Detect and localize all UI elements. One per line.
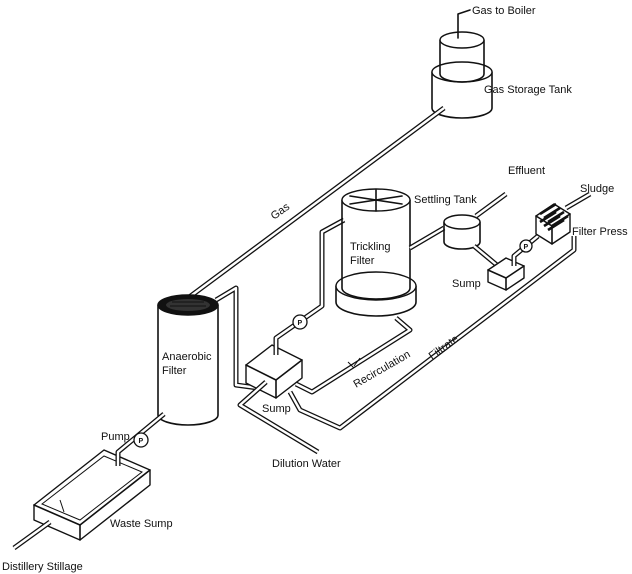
pump-right: P: [519, 239, 533, 253]
label-filtrate: Filtrate: [427, 333, 461, 362]
label-gas-storage-tank: Gas Storage Tank: [484, 84, 572, 96]
label-filter-press: Filter Press: [572, 226, 628, 238]
label-gas-to-boiler: Gas to Boiler: [472, 5, 536, 17]
svg-text:P: P: [524, 244, 529, 251]
pump-left: P: [133, 432, 149, 448]
label-distillery-stillage: Distillery Stillage: [2, 561, 83, 573]
label-gas: Gas: [269, 201, 293, 223]
pump-center: P: [292, 314, 308, 330]
label-sump-center: Sump: [262, 403, 291, 415]
label-trickling-filter: Filter: [350, 255, 375, 267]
waste-sump: [33, 449, 151, 541]
label-sump-right: Sump: [452, 278, 481, 290]
svg-text:P: P: [139, 438, 144, 445]
label-sludge: Sludge: [580, 183, 614, 195]
label-trickling: Trickling: [350, 241, 391, 253]
label-dilution-water: Dilution Water: [272, 458, 341, 470]
settling-tank: [443, 214, 481, 250]
trickling-filter: [335, 188, 417, 317]
label-recirculation: Recirculation: [352, 348, 413, 390]
label-anaerobic: Anaerobic: [162, 351, 212, 363]
sump-to-trickling-pipe: [273, 217, 346, 355]
label-settling-tank: Settling Tank: [414, 194, 477, 206]
label-waste-sump: Waste Sump: [110, 518, 173, 530]
label-pump: Pump: [101, 431, 130, 443]
filtrate-pipe: [287, 236, 577, 431]
gas-storage-tank: [431, 9, 493, 119]
svg-text:P: P: [298, 320, 303, 327]
label-effluent: Effluent: [508, 165, 545, 177]
label-anaerobic-filter: Filter: [162, 365, 187, 377]
filter-press: [535, 202, 571, 245]
